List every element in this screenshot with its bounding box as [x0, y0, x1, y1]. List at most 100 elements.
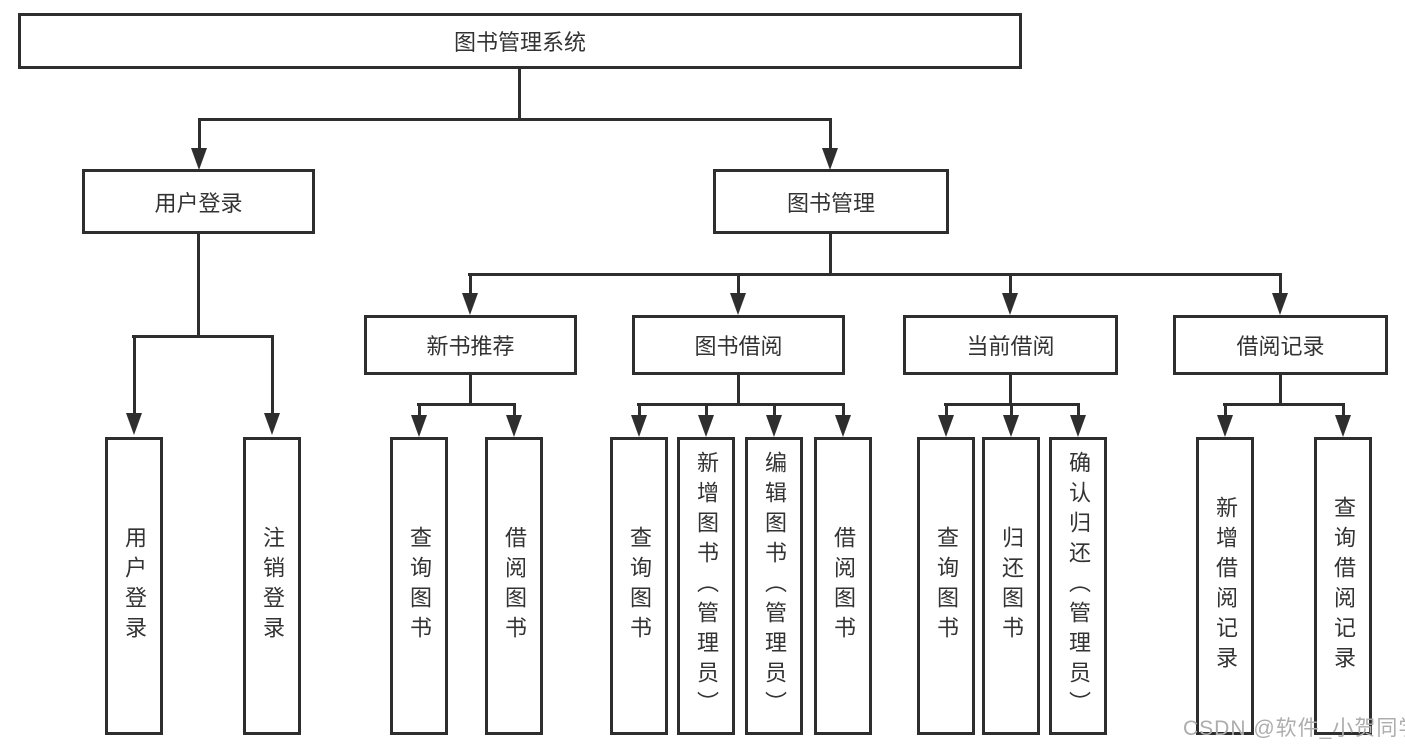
leaf-query-books-2: 查询图书 [610, 437, 668, 735]
connector-user-login-stem [197, 233, 200, 335]
connector-book-management-stem [829, 233, 832, 273]
leaf-query-borrow-record-label: 查询借阅记录 [1331, 496, 1356, 676]
arrow-head-icon [462, 293, 478, 315]
node-new-book-recommend: 新书推荐 [364, 315, 577, 375]
connector-root-branch [198, 118, 832, 121]
leaf-query-books-3: 查询图书 [917, 437, 975, 735]
leaf-user-login: 用户登录 [105, 437, 163, 735]
node-book-borrow-label: 图书借阅 [694, 334, 783, 359]
node-root-label: 图书管理系统 [453, 30, 586, 55]
arrow-line [1008, 273, 1012, 297]
arrow-line [1223, 403, 1227, 419]
arrow-line [828, 118, 832, 152]
arrow-head-icon [1335, 415, 1351, 437]
leaf-add-book-admin: 新增图书（管理员） [677, 437, 735, 735]
csdn-watermark: CSDN @软件_小贺同学 [1183, 717, 1405, 740]
arrow-line [1009, 403, 1013, 419]
arrow-line [944, 403, 948, 419]
leaf-query-books-3-label: 查询图书 [934, 526, 959, 646]
arrow-to-query-borrow-record [1335, 403, 1351, 437]
arrow-line [132, 335, 136, 417]
leaf-query-borrow-record: 查询借阅记录 [1314, 437, 1372, 735]
arrow-to-query-books-3 [938, 403, 954, 437]
leaf-borrow-books-2: 借阅图书 [814, 437, 872, 735]
node-new-book-recommend-label: 新书推荐 [426, 334, 515, 359]
arrow-line [637, 403, 641, 419]
node-book-borrow: 图书借阅 [632, 315, 845, 375]
arrow-to-current-borrow [1002, 273, 1018, 315]
arrow-to-book-management [822, 118, 838, 170]
connector-root-stem [518, 69, 521, 118]
leaf-borrow-books-1: 借阅图书 [485, 437, 543, 735]
arrow-head-icon [730, 293, 746, 315]
leaf-borrow-books-2-label: 借阅图书 [831, 526, 856, 646]
arrow-to-borrow-books-1 [506, 403, 522, 437]
leaf-query-books-1-label: 查询图书 [407, 526, 432, 646]
node-root: 图书管理系统 [18, 13, 1022, 69]
arrow-head-icon [411, 415, 427, 437]
leaf-edit-book-admin: 编辑图书（管理员） [745, 437, 803, 735]
connector-current-borrow-stem [1009, 374, 1012, 403]
node-book-management-label: 图书管理 [786, 190, 875, 216]
node-user-login-label: 用户登录 [154, 190, 243, 216]
arrow-line [417, 403, 421, 419]
arrow-line [197, 118, 201, 152]
connector-borrow-records-stem [1279, 374, 1282, 403]
arrow-head-icon [1003, 415, 1019, 437]
leaf-add-borrow-record: 新增借阅记录 [1196, 437, 1254, 735]
connector-user-login-branch [132, 335, 273, 338]
arrow-to-edit-book [766, 403, 782, 437]
arrow-head-icon [631, 415, 647, 437]
node-current-borrow: 当前借阅 [903, 315, 1118, 375]
arrow-line [841, 403, 845, 419]
arrow-line [270, 335, 274, 417]
arrow-line [1076, 403, 1080, 419]
arrow-head-icon [835, 415, 851, 437]
connector-book-borrow-stem [737, 374, 740, 403]
connector-new-book-branch [417, 403, 516, 406]
arrow-to-add-borrow-record [1217, 403, 1233, 437]
arrow-head-icon [191, 148, 207, 170]
arrow-line [468, 273, 472, 297]
arrow-head-icon [1217, 415, 1233, 437]
arrow-head-icon [264, 413, 280, 435]
arrow-line [772, 403, 776, 419]
node-borrow-records-label: 借阅记录 [1236, 334, 1325, 359]
arrow-head-icon [766, 415, 782, 437]
leaf-borrow-books-1-label: 借阅图书 [502, 526, 527, 646]
leaf-return-book: 归还图书 [982, 437, 1040, 735]
connector-new-book-stem [469, 374, 472, 403]
arrow-to-borrow-books-2 [835, 403, 851, 437]
leaf-logout: 注销登录 [243, 437, 301, 735]
arrow-head-icon [1070, 415, 1086, 437]
arrow-head-icon [1272, 293, 1288, 315]
arrow-head-icon [822, 148, 838, 170]
arrow-head-icon [698, 415, 714, 437]
leaf-query-books-1: 查询图书 [390, 437, 448, 735]
node-user-login: 用户登录 [82, 169, 315, 234]
arrow-to-leaf-user-login [126, 335, 142, 435]
leaf-return-book-label: 归还图书 [999, 526, 1024, 646]
arrow-head-icon [938, 415, 954, 437]
node-book-management: 图书管理 [713, 169, 949, 234]
arrow-to-query-books-1 [411, 403, 427, 437]
connector-book-borrow-branch [637, 403, 845, 406]
arrow-to-return-book [1003, 403, 1019, 437]
node-borrow-records: 借阅记录 [1173, 315, 1388, 375]
arrow-to-borrow-records [1272, 273, 1288, 315]
arrow-line [736, 273, 740, 297]
leaf-confirm-return-admin-label: 确认归还（管理员） [1066, 451, 1091, 721]
connector-borrow-records-branch [1223, 403, 1345, 406]
leaf-confirm-return-admin: 确认归还（管理员） [1049, 437, 1107, 735]
leaf-add-book-admin-label: 新增图书（管理员） [694, 451, 719, 721]
leaf-add-borrow-record-label: 新增借阅记录 [1213, 496, 1238, 676]
arrow-head-icon [1002, 293, 1018, 315]
arrow-line [512, 403, 516, 419]
leaf-edit-book-admin-label: 编辑图书（管理员） [762, 451, 787, 721]
leaf-query-books-2-label: 查询图书 [627, 526, 652, 646]
arrow-line [704, 403, 708, 419]
arrow-head-icon [506, 415, 522, 437]
arrow-line [1278, 273, 1282, 297]
arrow-to-add-book [698, 403, 714, 437]
